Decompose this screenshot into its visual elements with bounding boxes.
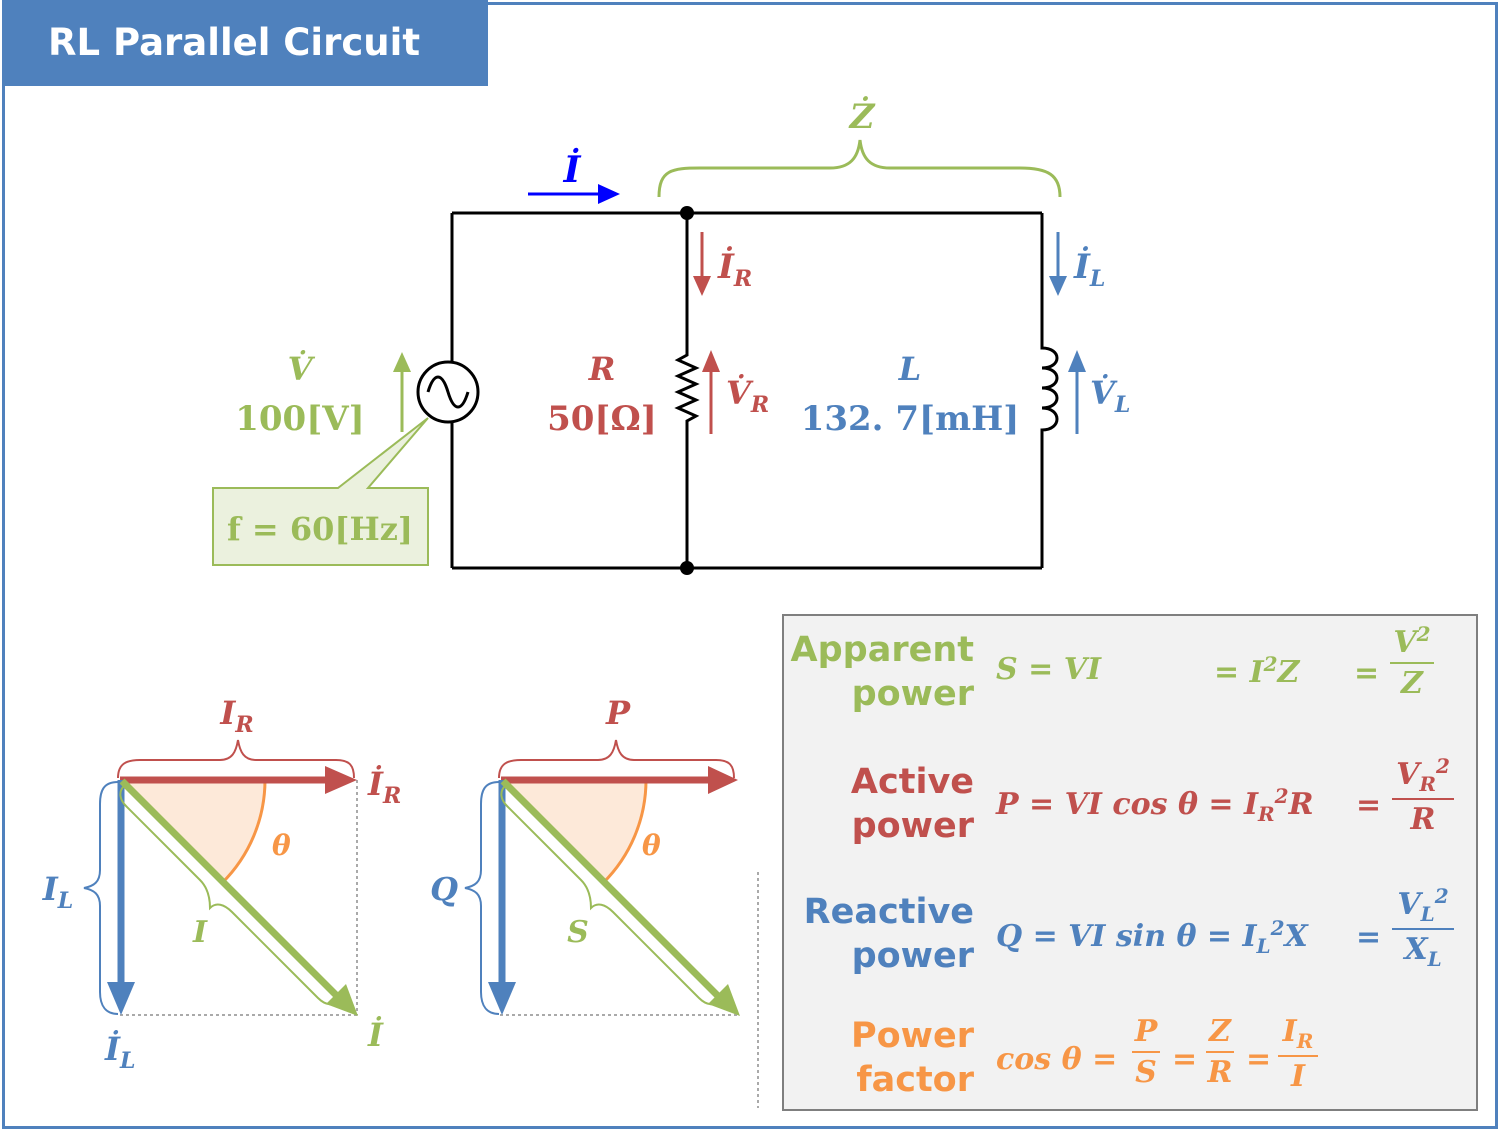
p-brace-label: P xyxy=(605,694,631,732)
pf-eq-2: = xyxy=(1246,1042,1272,1077)
s-phasor-line xyxy=(500,778,723,1001)
power-phasor-diagram: θ P Q S xyxy=(430,694,759,1108)
apparent-expr2: = I2Z xyxy=(1214,652,1300,690)
pf-fraction-zr: Z R xyxy=(1206,1014,1234,1090)
ir-phasor-arrowhead xyxy=(325,766,357,794)
il-tip-label: İL xyxy=(104,1030,135,1074)
inductor-symbol-label: L xyxy=(898,350,922,388)
page-title: RL Parallel Circuit xyxy=(2,0,488,86)
ac-source-icon xyxy=(416,360,480,424)
resistor-value: 50[Ω] xyxy=(547,399,657,439)
inductor-voltage-label: V̇L xyxy=(1090,374,1130,418)
active-label-line2: power xyxy=(851,806,974,846)
active-label-line1: Active xyxy=(850,762,974,802)
junction-dot-bottom xyxy=(680,561,694,575)
pf-fraction-iri: IR I xyxy=(1278,1014,1318,1094)
il-phasor-arrowhead xyxy=(107,982,135,1015)
i-brace xyxy=(119,785,341,1006)
pf-fraction-ps: P S xyxy=(1132,1014,1160,1090)
resistor-voltage-arrowhead xyxy=(702,350,720,372)
resistor-symbol-label: R xyxy=(588,350,616,388)
q-brace-label: Q xyxy=(430,870,458,908)
reactive-expr1: Q = VI sin θ = IL2X xyxy=(996,916,1308,958)
il-brace xyxy=(83,781,119,1015)
inductor-symbol xyxy=(1040,213,1059,568)
circuit-wires xyxy=(450,211,1059,570)
ir-brace xyxy=(117,739,355,779)
inductor-current-arrowhead xyxy=(1049,276,1067,296)
apparent-fraction: V2 Z xyxy=(1390,622,1434,701)
apparent-label-line1: Apparent xyxy=(790,630,974,670)
il-brace-label: IL xyxy=(42,870,73,914)
ir-brace-label: IR xyxy=(219,694,253,738)
frequency-label: f = 60[Hz] xyxy=(227,510,413,548)
s-brace-label: S xyxy=(567,915,589,950)
active-power-label: Active power xyxy=(784,760,974,848)
p-brace xyxy=(498,739,735,779)
pf-label-line1: Power xyxy=(850,1016,974,1056)
i-tip-label: İ xyxy=(367,1016,384,1054)
source-voltage-symbol: V̇ xyxy=(288,350,316,388)
reactive-fraction: VL2 XL xyxy=(1392,884,1454,971)
current-phasor-diagram: θ IR İR IL İL I İ xyxy=(42,694,401,1074)
impedance-brace xyxy=(657,139,1062,198)
angle-label: θ xyxy=(272,829,291,862)
source-voltage-value: 100[V] xyxy=(235,399,365,439)
angle-arc xyxy=(220,779,267,885)
pf-eq-1: = xyxy=(1172,1042,1198,1077)
reactive-power-label: Reactive power xyxy=(784,890,974,978)
q-brace xyxy=(464,781,500,1015)
reactive-label-line2: power xyxy=(851,936,974,976)
apparent-eq: = xyxy=(1354,656,1380,691)
pf-label-line2: factor xyxy=(856,1060,974,1100)
power-factor-label: Power factor xyxy=(784,1014,974,1102)
ir-tip-label: İR xyxy=(367,765,401,809)
apparent-expr1: S = VI xyxy=(996,652,1101,687)
i-phasor-line xyxy=(119,778,341,1000)
total-current-label: İ xyxy=(563,148,582,191)
frequency-callout xyxy=(212,417,429,566)
s-phasor-arrowhead xyxy=(708,984,740,1016)
impedance-label: Ż xyxy=(848,96,876,137)
active-fraction: VR2 R xyxy=(1392,754,1454,837)
s-brace xyxy=(500,785,722,1006)
power-angle-sector xyxy=(501,780,646,883)
active-eq: = xyxy=(1356,788,1382,823)
reactive-label-line1: Reactive xyxy=(803,892,974,932)
inductor-value: 132. 7[mH] xyxy=(801,399,1020,439)
i-brace-label: I xyxy=(192,915,208,950)
pf-lhs: cos θ = xyxy=(996,1042,1118,1077)
total-current-arrowhead xyxy=(598,184,620,204)
resistor-voltage-label: V̇R xyxy=(726,374,769,418)
reactive-eq: = xyxy=(1356,920,1382,955)
angle-sector xyxy=(120,780,265,883)
active-expr1: P = VI cos θ = IR2R xyxy=(996,784,1314,826)
p-phasor-arrowhead xyxy=(708,766,738,794)
resistor-current-label: İR xyxy=(717,246,752,292)
resistor-current-arrowhead xyxy=(693,276,711,296)
inductor-current-label: İL xyxy=(1073,246,1105,292)
junction-dot-top xyxy=(680,206,694,220)
resistor-symbol xyxy=(674,213,700,568)
inductor-voltage-arrowhead xyxy=(1068,350,1086,372)
apparent-label-line2: power xyxy=(851,674,974,714)
power-angle-arc xyxy=(601,779,648,885)
source-voltage-arrowhead xyxy=(393,352,411,372)
q-phasor-arrowhead xyxy=(488,982,516,1015)
formula-panel: Apparent power S = VI = I2Z = V2 Z Activ… xyxy=(782,614,1478,1111)
i-phasor-arrowhead xyxy=(326,984,358,1016)
apparent-power-label: Apparent power xyxy=(784,628,974,716)
power-angle-label: θ xyxy=(642,829,661,862)
